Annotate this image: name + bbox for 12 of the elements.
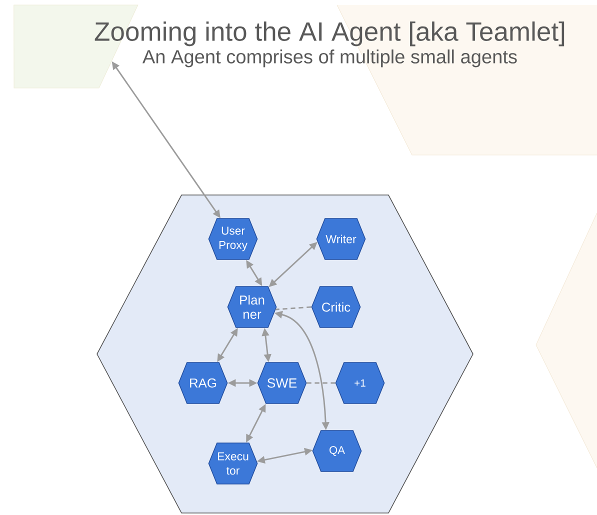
agent-hexagon: Execu tor	[208, 442, 258, 484]
agent-hexagon: QA	[312, 430, 362, 472]
dashed-line	[276, 306, 312, 310]
dashed-line	[306, 382, 336, 384]
agent-hexagon: Plan ner	[227, 286, 277, 328]
agent-hexagon: +1	[335, 362, 385, 404]
agent-hexagon: SWE	[257, 362, 307, 404]
agent-hexagon: Critic	[311, 286, 361, 328]
agent-hexagon: RAG	[178, 362, 228, 404]
agent-hexagon: User Proxy	[208, 218, 258, 260]
agent-hexagon: Writer	[316, 218, 366, 260]
title: Zooming into the AI Agent [aka Teamlet]	[94, 21, 564, 46]
